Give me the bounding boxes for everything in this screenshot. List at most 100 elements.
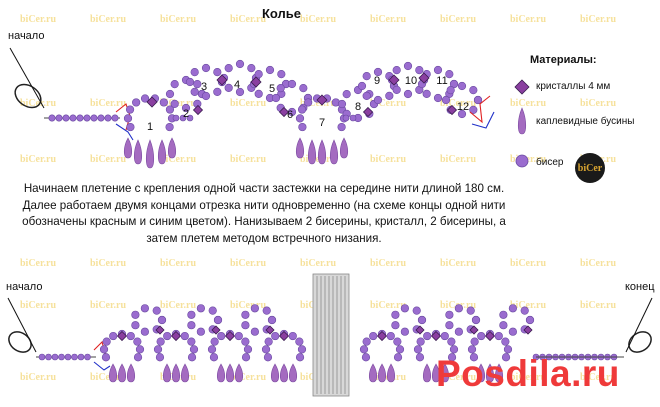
teardrop-bead: [145, 139, 155, 169]
teardrop-bead: [440, 363, 450, 383]
step-number: 5: [269, 83, 275, 95]
crystal-bead: [316, 94, 328, 106]
seed-bead: [412, 306, 421, 315]
seed-bead: [469, 105, 478, 114]
page-title: Колье: [262, 6, 302, 21]
seed-bead: [213, 315, 223, 325]
seed-bead: [125, 105, 135, 114]
seed-bead: [90, 114, 98, 122]
clasp: [14, 83, 42, 109]
seed-bead: [447, 337, 456, 346]
crystal-bead: [170, 330, 182, 342]
seed-bead: [454, 327, 463, 336]
seed-bead: [38, 353, 46, 361]
seed-bead: [250, 304, 259, 313]
crystal-bead: [415, 325, 425, 335]
seed-bead: [213, 68, 222, 77]
seed-bead: [213, 87, 222, 96]
teardrop-bead: [234, 363, 244, 383]
teardrop-bead: [485, 363, 495, 383]
seed-bead: [297, 105, 307, 114]
seed-bead: [217, 331, 226, 341]
seed-bead: [207, 345, 217, 354]
seed-bead: [386, 331, 395, 341]
step-number: 2: [183, 108, 189, 120]
seed-bead: [165, 105, 175, 114]
teardrop-bead: [167, 137, 177, 159]
teardrop-bead: [279, 363, 289, 383]
seed-bead: [48, 114, 56, 122]
seed-bead: [131, 310, 140, 319]
seed-bead: [298, 122, 307, 132]
seed-bead: [445, 321, 454, 330]
seed-bead: [295, 114, 305, 123]
seed-bead: [241, 310, 250, 319]
seed-bead: [187, 337, 196, 346]
seed-bead: [271, 331, 280, 341]
seed-bead: [83, 114, 91, 122]
seed-bead: [71, 353, 78, 361]
seed-bead: [342, 90, 351, 99]
seed-bead: [111, 114, 119, 122]
crystal-bead: [278, 106, 290, 118]
seed-bead: [295, 337, 304, 346]
seed-bead: [263, 353, 273, 362]
seed-bead: [373, 95, 383, 105]
teardrop-bead: [368, 363, 378, 383]
seed-bead: [445, 70, 454, 79]
seed-bead: [473, 95, 483, 105]
seed-bead: [392, 66, 401, 75]
materials-heading: Материалы:: [530, 54, 597, 66]
seed-bead: [457, 81, 467, 91]
crystal-bead: [376, 330, 388, 342]
crystal-bead: [116, 330, 128, 342]
teardrop-bead: [377, 363, 387, 383]
seed-bead: [446, 86, 455, 95]
seed-bead: [104, 114, 112, 122]
seed-bead: [499, 310, 508, 319]
seed-bead: [400, 327, 409, 336]
step-number: 3: [201, 81, 207, 93]
seed-bead: [241, 353, 251, 362]
teardrop-bead: [476, 363, 486, 383]
seed-bead: [64, 353, 72, 361]
seed-bead: [187, 321, 196, 330]
seed-bead: [241, 321, 250, 330]
seed-bead: [140, 304, 149, 313]
seed-bead: [243, 345, 253, 354]
seed-bead: [180, 331, 189, 341]
seed-bead: [422, 89, 431, 98]
seed-bead: [454, 304, 463, 313]
teardrop-bead: [157, 139, 167, 165]
seed-bead: [235, 87, 245, 97]
seed-bead: [385, 91, 394, 100]
seed-bead: [413, 345, 423, 354]
seed-bead: [126, 331, 135, 341]
scheme-bottom-row: [7, 273, 653, 397]
seed-bead: [187, 310, 196, 319]
seed-bead: [209, 353, 219, 362]
seed-bead: [433, 65, 443, 75]
seed-bead: [157, 315, 167, 325]
seed-bead: [234, 331, 243, 341]
seed-bead: [499, 321, 508, 330]
scheme-gap-bar: [312, 273, 350, 397]
seed-bead: [445, 310, 454, 319]
crystal-bead: [192, 104, 204, 116]
seed-bead: [403, 89, 413, 99]
crystal-bead: [278, 330, 290, 342]
seed-bead: [373, 67, 383, 77]
seed-bead: [508, 327, 517, 336]
seed-bead: [179, 114, 187, 122]
teardrop-bead: [431, 363, 441, 383]
start-pointer-bottom: [7, 297, 37, 353]
seed-bead: [102, 337, 111, 346]
seed-bead: [359, 345, 369, 354]
seed-bead: [433, 93, 443, 103]
seed-bead: [403, 61, 413, 71]
teardrop-bead: [126, 363, 136, 383]
teardrop-bead: [295, 137, 305, 159]
seed-bead: [494, 331, 503, 341]
teardrop-bead: [171, 363, 181, 383]
crystal-bead: [388, 74, 400, 86]
